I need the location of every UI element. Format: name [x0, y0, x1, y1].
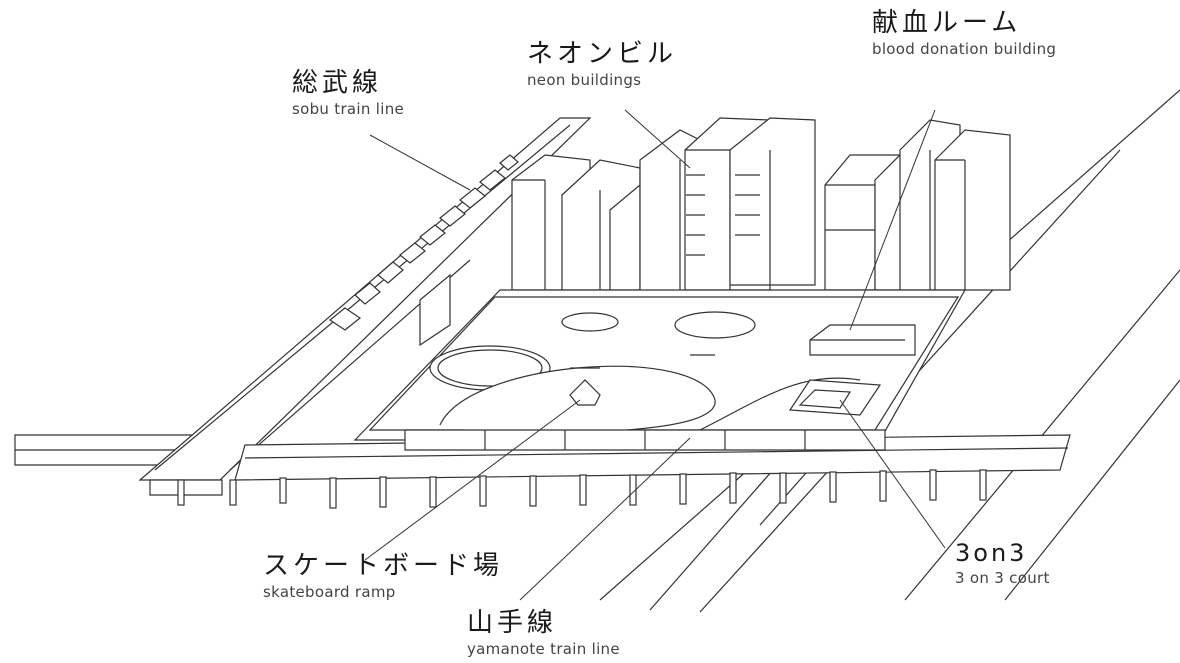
label-yamanote: 山手線 yamanote train line: [467, 610, 620, 657]
leader-skate: [364, 399, 581, 561]
label-yamanote-jp: 山手線: [467, 608, 558, 638]
label-sobu: 総武線 sobu train line: [292, 70, 404, 117]
label-sobu-jp: 総武線: [292, 68, 383, 98]
label-court-en: 3 on 3 court: [955, 569, 1050, 587]
label-neon-jp: ネオンビル: [527, 39, 678, 69]
sobu-train-line: [14, 117, 592, 496]
label-skate-jp: スケートボード場: [263, 551, 504, 581]
leader-sobu: [369, 134, 471, 191]
sobu-train: [328, 154, 519, 331]
leader-lines: [364, 109, 946, 601]
label-skate: スケートボード場 skateboard ramp: [263, 553, 503, 600]
label-neon-en: neon buildings: [527, 71, 642, 89]
leader-blood: [849, 109, 936, 331]
label-court-jp: 3on3: [955, 539, 1028, 567]
track-pillars: [177, 469, 987, 509]
label-skate-en: skateboard ramp: [263, 583, 396, 601]
label-court: 3on3 3 on 3 court: [955, 541, 1050, 586]
label-blood: 献血ルーム blood donation building: [872, 10, 1056, 57]
label-yamanote-en: yamanote train line: [467, 640, 620, 658]
leader-yamanote: [519, 437, 691, 601]
label-blood-jp: 献血ルーム: [872, 8, 1022, 38]
leader-neon: [624, 109, 691, 169]
yamanote-train-line: [177, 429, 1071, 509]
park-plaza: [353, 289, 967, 441]
label-blood-en: blood donation building: [872, 40, 1057, 58]
neon-buildings: [511, 117, 1011, 296]
leader-court: [839, 399, 946, 549]
label-neon: ネオンビル neon buildings: [527, 41, 677, 88]
label-sobu-en: sobu train line: [292, 100, 405, 118]
